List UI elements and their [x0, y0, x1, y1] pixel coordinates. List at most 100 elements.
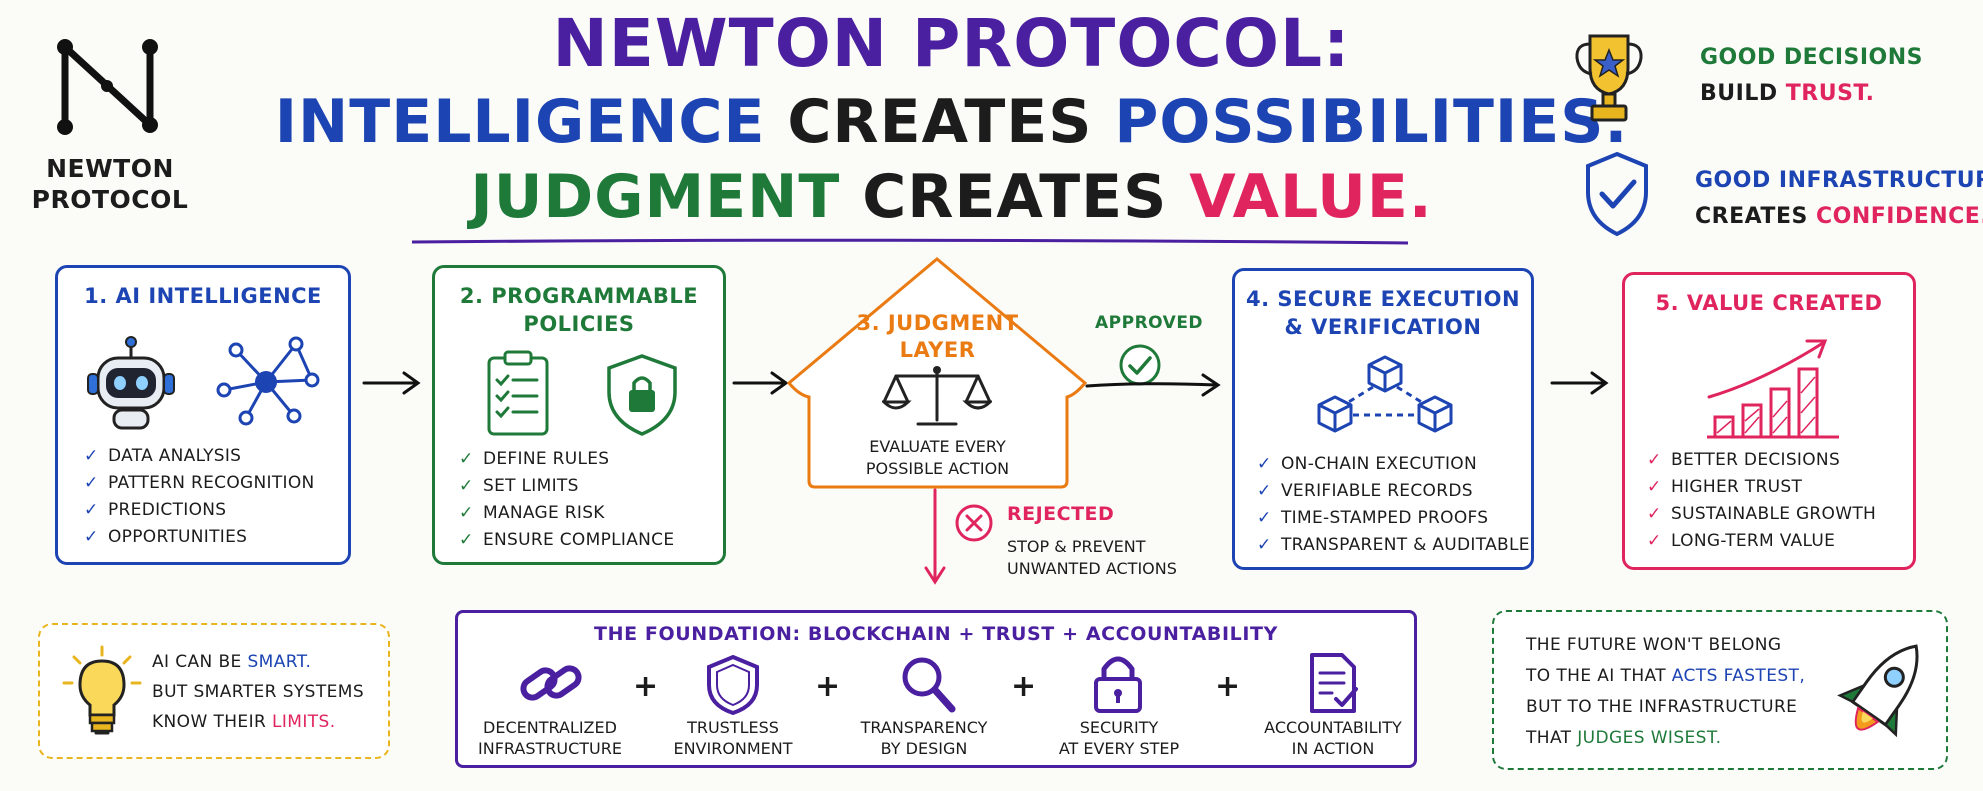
step-execution-title-1: 4. SECURE EXECUTION: [1245, 287, 1521, 311]
future-note-text: THE FUTURE WON'T BELONG TO THE AI THAT A…: [1526, 635, 1806, 748]
callout-trust-line1: GOOD DECISIONS: [1700, 45, 1923, 70]
plus-sign: +: [815, 669, 841, 704]
smart-systems-note: AI CAN BE SMART. BUT SMARTER SYSTEMS KNO…: [38, 623, 390, 759]
shield-check-icon: [1586, 151, 1648, 237]
step-value-title: 5. VALUE CREATED: [1655, 291, 1883, 315]
list-item: ✓SET LIMITS: [459, 476, 579, 496]
list-item: ✓LONG-TERM VALUE: [1647, 531, 1836, 551]
rejected-x-icon: [955, 504, 993, 542]
rejected-desc: STOP & PREVENT UNWANTED ACTIONS: [1007, 536, 1177, 580]
callout-trust: GOOD DECISIONS BUILD TRUST.: [1700, 40, 1923, 112]
step-execution-list: ✓ON-CHAIN EXECUTION ✓VERIFIABLE RECORDS …: [1257, 451, 1530, 559]
title-line1: NEWTON PROTOCOL:: [552, 5, 1351, 82]
step-judgment-title: 3. JUDGMENT LAYER: [820, 310, 1055, 364]
step-judgment-desc-1: EVALUATE EVERY: [869, 437, 1006, 456]
approved-label: APPROVED: [1095, 313, 1204, 333]
title-creates-2: CREATES: [862, 162, 1168, 232]
list-item: ✓HIGHER TRUST: [1647, 477, 1803, 497]
lightbulb-icon: [62, 645, 142, 735]
foundation-title: THE FOUNDATION: BLOCKCHAIN + TRUST + ACC…: [594, 623, 1278, 645]
step-secure-execution: 4. SECURE EXECUTION & VERIFICATION ✓ON-C…: [1232, 268, 1534, 570]
logo-wordmark: NEWTON PROTOCOL: [30, 153, 190, 215]
rejected-arrow: [924, 488, 946, 585]
callout-trust-word: TRUST.: [1785, 81, 1875, 106]
step-execution-title-2: & VERIFICATION: [1284, 315, 1482, 339]
blockchain-cubes-icon: [1317, 355, 1453, 433]
title-value: VALUE.: [1189, 162, 1433, 232]
title-creates-1: CREATES: [787, 87, 1093, 157]
document-check-icon: [1310, 653, 1358, 713]
step-programmable-policies: 2. PROGRAMMABLE POLICIES ✓DEFINE RULES ✓…: [432, 265, 726, 565]
magnifier-icon: [902, 657, 956, 713]
list-item: ✓TRANSPARENT & AUDITABLE: [1257, 535, 1530, 555]
step-judgment-desc: EVALUATE EVERY POSSIBLE ACTION: [820, 436, 1055, 480]
step-judgment-title-1: 3. JUDGMENT: [856, 311, 1019, 335]
rejected-desc-1: STOP & PREVENT: [1007, 537, 1146, 556]
title-underline: [411, 238, 1409, 245]
list-item: ✓ON-CHAIN EXECUTION: [1257, 454, 1477, 474]
step-value-created: 5. VALUE CREATED ✓BETTER DECISIONS ✓HIGH…: [1622, 272, 1916, 570]
flow-arrow-4: [1550, 371, 1609, 395]
step-ai-title: 1. AI INTELLIGENCE: [84, 284, 322, 308]
step-policies-list: ✓DEFINE RULES ✓SET LIMITS ✓MANAGE RISK ✓…: [459, 446, 674, 554]
title-intelligence: INTELLIGENCE: [274, 87, 766, 157]
robot-icon: [87, 336, 175, 430]
scales-icon: [882, 366, 992, 426]
list-item: ✓PREDICTIONS: [84, 500, 227, 520]
shield-lock-icon: [607, 354, 677, 436]
step-policies-title: 2. PROGRAMMABLE POLICIES: [435, 282, 723, 338]
foundation-box: THE FOUNDATION: BLOCKCHAIN + TRUST + ACC…: [455, 610, 1417, 768]
logo-line2: PROTOCOL: [31, 185, 189, 214]
trophy-icon: [1575, 34, 1643, 122]
network-nodes-icon: [216, 336, 320, 426]
step-judgment-desc-2: POSSIBLE ACTION: [865, 459, 1010, 478]
step-policies-title-1: 2. PROGRAMMABLE: [459, 284, 699, 308]
list-item: ✓VERIFIABLE RECORDS: [1257, 481, 1473, 501]
callout-confidence-creates: CREATES: [1695, 204, 1816, 229]
clipboard-checklist-icon: [487, 350, 549, 436]
chain-link-icon: [520, 665, 582, 701]
flow-arrow-2: [732, 371, 789, 395]
padlock-icon: [1094, 656, 1142, 713]
list-item: ✓SUSTAINABLE GROWTH: [1647, 504, 1877, 524]
approved-check-icon: [1119, 344, 1161, 386]
step-ai-intelligence: 1. AI INTELLIGENCE ✓DATA ANALYSIS ✓PATTE…: [55, 265, 351, 565]
growth-chart-icon: [1707, 339, 1839, 439]
rejected-desc-2: UNWANTED ACTIONS: [1007, 559, 1177, 578]
list-item: ✓PATTERN RECOGNITION: [84, 473, 315, 493]
list-item: ✓DATA ANALYSIS: [84, 446, 242, 466]
callout-confidence-line1: GOOD INFRASTRUCTURE: [1695, 168, 1983, 193]
approved-arrow: [1085, 373, 1221, 397]
flow-arrow-1: [362, 371, 421, 395]
callout-trust-build: BUILD: [1700, 81, 1786, 106]
list-item: ✓MANAGE RISK: [459, 503, 605, 523]
plus-sign: +: [633, 669, 659, 704]
list-item: ✓TIME-STAMPED PROOFS: [1257, 508, 1489, 528]
plus-sign: +: [1011, 669, 1037, 704]
plus-sign: +: [1215, 669, 1241, 704]
title-possibilities: POSSIBILITIES.: [1114, 87, 1629, 157]
newton-logo-icon: [57, 39, 158, 135]
step-policies-title-2: POLICIES: [523, 312, 635, 336]
callout-confidence-word: CONFIDENCE.: [1815, 204, 1983, 229]
step-execution-title: 4. SECURE EXECUTION & VERIFICATION: [1235, 285, 1531, 341]
logo-line1: NEWTON: [46, 154, 174, 183]
title-line2: INTELLIGENCE CREATES POSSIBILITIES.: [0, 85, 1943, 160]
step-value-list: ✓BETTER DECISIONS ✓HIGHER TRUST ✓SUSTAIN…: [1647, 447, 1876, 555]
title-line3: JUDGMENT CREATES VALUE.: [0, 160, 1943, 235]
rejected-label: REJECTED: [1007, 503, 1115, 525]
list-item: ✓BETTER DECISIONS: [1647, 450, 1841, 470]
rocket-icon: [1837, 644, 1919, 738]
callout-confidence: GOOD INFRASTRUCTURE CREATES CONFIDENCE.: [1695, 163, 1983, 235]
step-ai-list: ✓DATA ANALYSIS ✓PATTERN RECOGNITION ✓PRE…: [84, 443, 315, 551]
title-judgment: JUDGMENT: [470, 162, 841, 232]
list-item: ✓DEFINE RULES: [459, 449, 610, 469]
smart-note-text: AI CAN BE SMART. BUT SMARTER SYSTEMS KNO…: [152, 652, 365, 732]
future-note: THE FUTURE WON'T BELONG TO THE AI THAT A…: [1492, 610, 1948, 770]
shield-icon: [707, 654, 759, 715]
